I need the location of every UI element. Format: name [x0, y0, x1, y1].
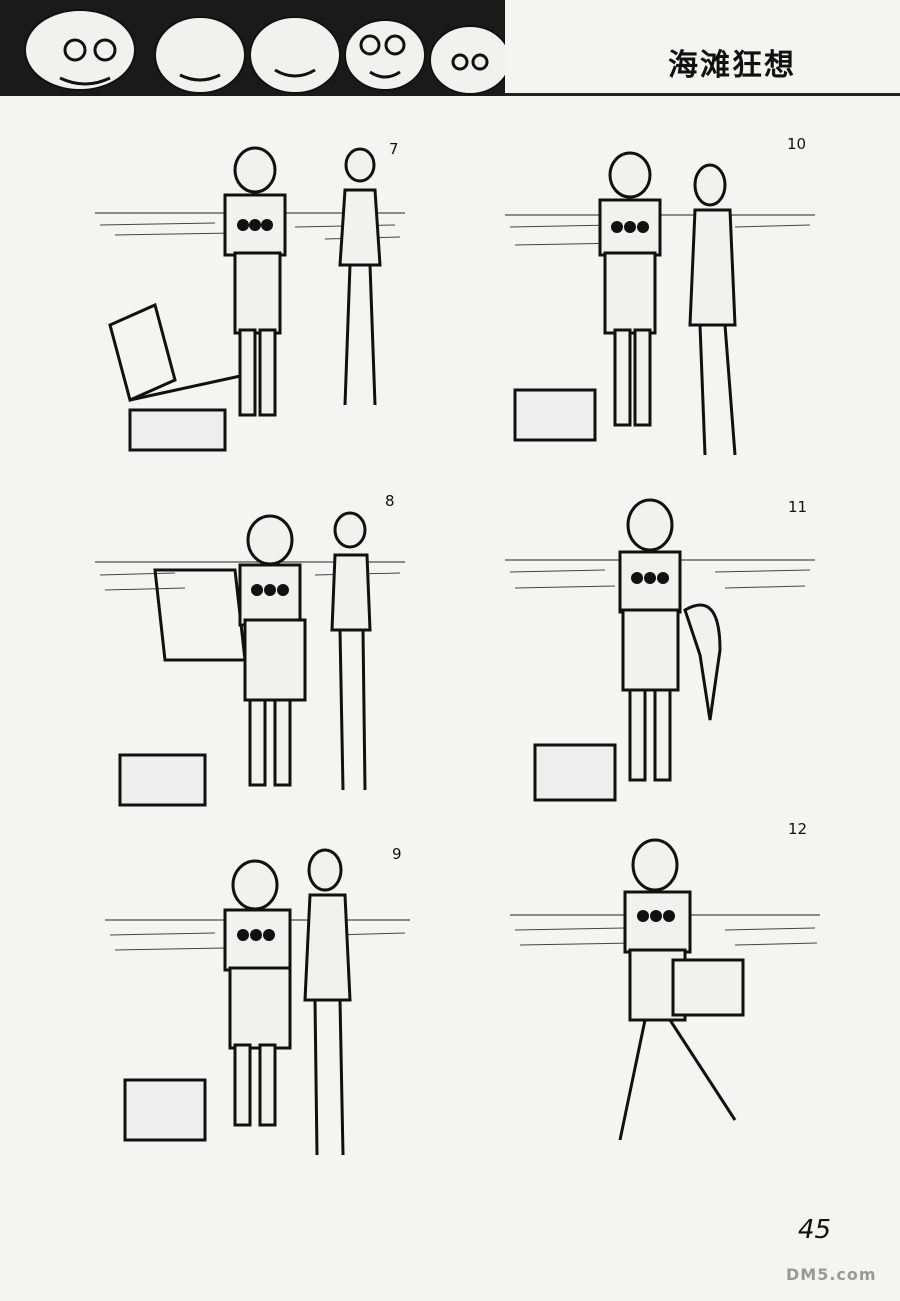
page-number: 45: [798, 1215, 832, 1245]
watermark-logo: DM5.com: [786, 1265, 877, 1284]
panel-number: 9: [392, 845, 402, 863]
panel-number: 8: [385, 492, 395, 510]
comic-panel-7: 7: [95, 135, 415, 455]
comic-panel-12: 12: [505, 820, 825, 1141]
panel-number: 11: [788, 498, 808, 516]
comic-panel-9: 9: [95, 840, 415, 1160]
panel-number: 12: [788, 820, 808, 838]
header-rule: [505, 93, 900, 96]
comic-panel-8: 8: [95, 490, 415, 810]
panel-number: 7: [389, 140, 399, 158]
page-header: 海滩狂想: [0, 0, 900, 100]
header-character-strip: [0, 0, 505, 96]
page-title: 海滩狂想: [668, 48, 796, 83]
comic-panel-10: 10: [505, 135, 825, 456]
panel-number: 10: [787, 135, 807, 153]
comic-panel-11: 11: [505, 490, 825, 810]
